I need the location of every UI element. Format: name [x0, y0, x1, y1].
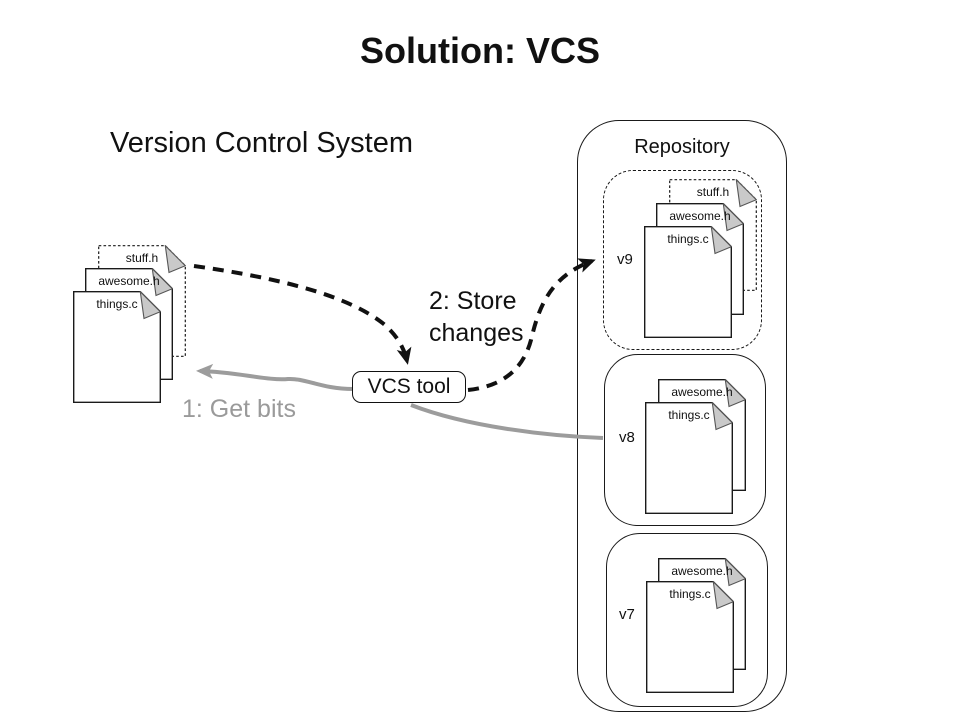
store-caption-line2: changes	[429, 319, 524, 347]
version-label-v9: v9	[617, 251, 633, 268]
get-bits-caption: 1: Get bits	[182, 395, 296, 423]
document-icon	[73, 291, 161, 403]
document-icon	[644, 226, 732, 338]
file-label: awesome.h	[98, 274, 160, 288]
file-label: things.c	[96, 297, 138, 311]
version-group-v8	[604, 354, 766, 526]
store-caption-line1: 2: Store	[429, 287, 517, 315]
slide-subtitle: Version Control System	[110, 127, 414, 159]
store-arrow-stack-to-tool	[193, 264, 412, 365]
file-label: awesome.h	[671, 385, 733, 399]
version-group-v9	[603, 170, 762, 350]
store-changes-caption: 2: Store changes	[429, 285, 524, 349]
file-label: stuff.h	[696, 185, 730, 199]
working-copy-doc-things-c: things.c	[73, 291, 161, 403]
vcs-tool-label: VCS tool	[367, 375, 451, 398]
vcs-tool-box: VCS tool	[352, 371, 466, 403]
version-group-v7	[606, 533, 768, 707]
version-label-v8: v8	[619, 429, 635, 446]
v7-doc-things-c: things.c	[646, 581, 734, 693]
document-icon	[645, 402, 733, 514]
version-label-v7: v7	[619, 606, 635, 623]
file-label: things.c	[669, 587, 711, 601]
v8-doc-things-c: things.c	[645, 402, 733, 514]
file-label: things.c	[667, 232, 709, 246]
v9-doc-things-c: things.c	[644, 226, 732, 338]
slide-title: Solution: VCS	[360, 30, 600, 71]
repository-label: Repository	[634, 136, 730, 158]
file-label: stuff.h	[125, 251, 159, 265]
document-icon	[646, 581, 734, 693]
file-label: awesome.h	[669, 209, 731, 223]
get-bits-arrow-v8-to-tool	[410, 403, 604, 440]
file-label: awesome.h	[671, 564, 733, 578]
get-bits-arrow-tool-to-stack	[196, 363, 354, 391]
file-label: things.c	[668, 408, 710, 422]
